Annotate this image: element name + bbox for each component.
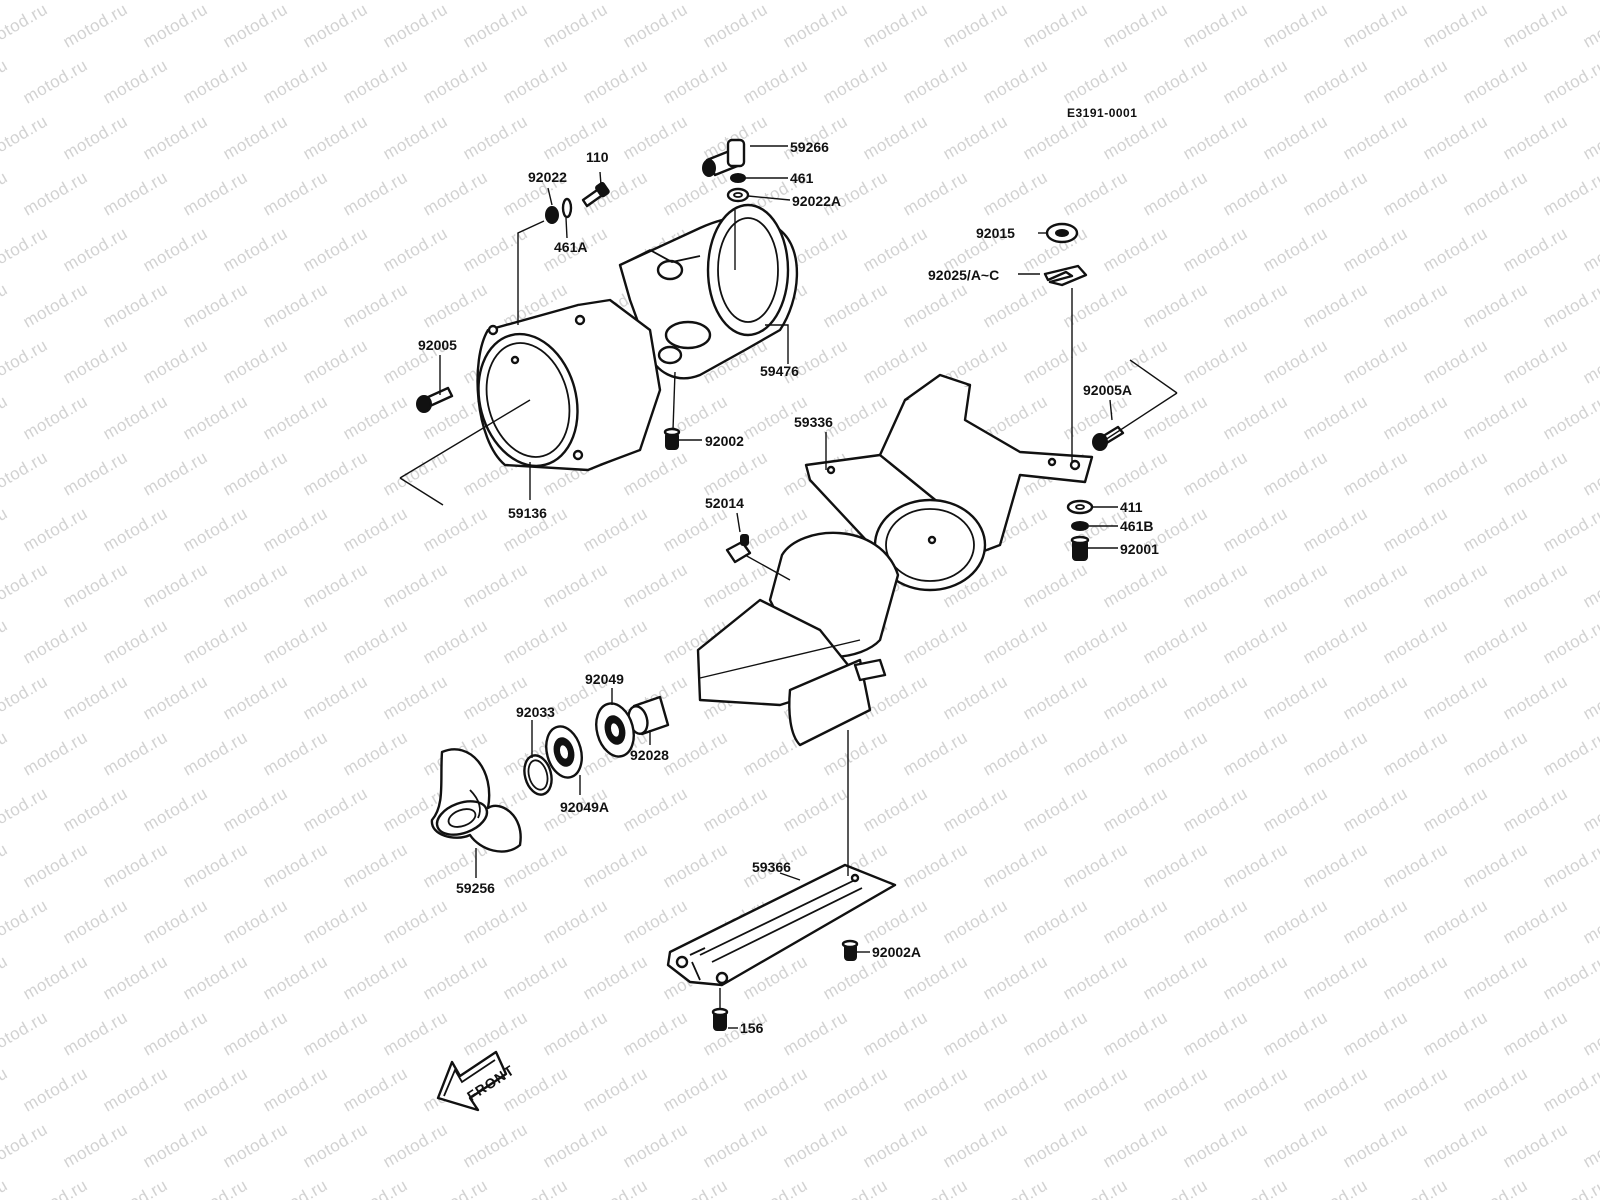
pump-case-59136 (476, 298, 662, 472)
label-59336: 59336 (794, 414, 833, 430)
pump-nozzle-59476 (618, 203, 799, 380)
label-92033: 92033 (516, 704, 555, 720)
label-92002A: 92002A (872, 944, 921, 960)
label-461A: 461A (554, 239, 587, 255)
bolt-92002A (841, 939, 859, 961)
elbow-fitting-59266 (702, 138, 746, 177)
rubber-nut-92015 (1045, 222, 1079, 244)
bearing-92049A (545, 725, 583, 779)
sleeve-92028 (627, 695, 670, 736)
label-92022A: 92022A (792, 193, 841, 209)
label-92049: 92049 (585, 671, 624, 687)
washer-461A (561, 197, 573, 219)
label-59256: 59256 (456, 880, 495, 896)
bolt-92002 (663, 427, 681, 450)
label-92022: 92022 (528, 169, 567, 185)
label-411: 411 (1120, 499, 1143, 515)
label-461: 461 (790, 170, 814, 186)
front-direction-arrow: FRONT (436, 1050, 517, 1112)
label-59476: 59476 (760, 363, 799, 379)
washer-461 (730, 173, 746, 183)
bolt-156 (711, 1007, 729, 1031)
part-number-labels: 59266 461 92022A 110 92022 461A 92015 92… (418, 139, 1159, 1036)
label-156: 156 (740, 1020, 764, 1036)
label-92015: 92015 (976, 225, 1015, 241)
label-92002: 92002 (705, 433, 744, 449)
pump-body-59336 (696, 373, 1094, 747)
bolt-92005 (416, 386, 454, 413)
bolt-110 (581, 182, 610, 208)
washer-92022A (726, 187, 750, 203)
circlip-92033 (523, 754, 553, 796)
label-92025: 92025/A~C (928, 267, 999, 283)
label-59366: 59366 (752, 859, 791, 875)
label-92001: 92001 (1120, 541, 1159, 557)
ride-plate-59366 (666, 863, 897, 987)
impeller-59256 (430, 748, 522, 853)
bolt-92001 (1070, 535, 1090, 561)
label-59136: 59136 (508, 505, 547, 521)
label-52014: 52014 (705, 495, 744, 511)
washer-411 (1066, 499, 1094, 515)
nut-92022 (545, 206, 559, 224)
fitting-52014 (725, 534, 752, 564)
label-92005A: 92005A (1083, 382, 1132, 398)
washer-461B (1071, 521, 1089, 531)
leader-lines (399, 145, 1178, 1029)
label-110: 110 (586, 149, 609, 165)
label-92028: 92028 (630, 747, 669, 763)
bearing-92049 (595, 702, 635, 758)
drawing-code: E3191-0001 (1067, 106, 1138, 120)
clip-92025 (1043, 264, 1088, 287)
label-59266: 59266 (790, 139, 829, 155)
label-461B: 461B (1120, 518, 1153, 534)
label-92005: 92005 (418, 337, 457, 353)
label-92049A: 92049A (560, 799, 609, 815)
